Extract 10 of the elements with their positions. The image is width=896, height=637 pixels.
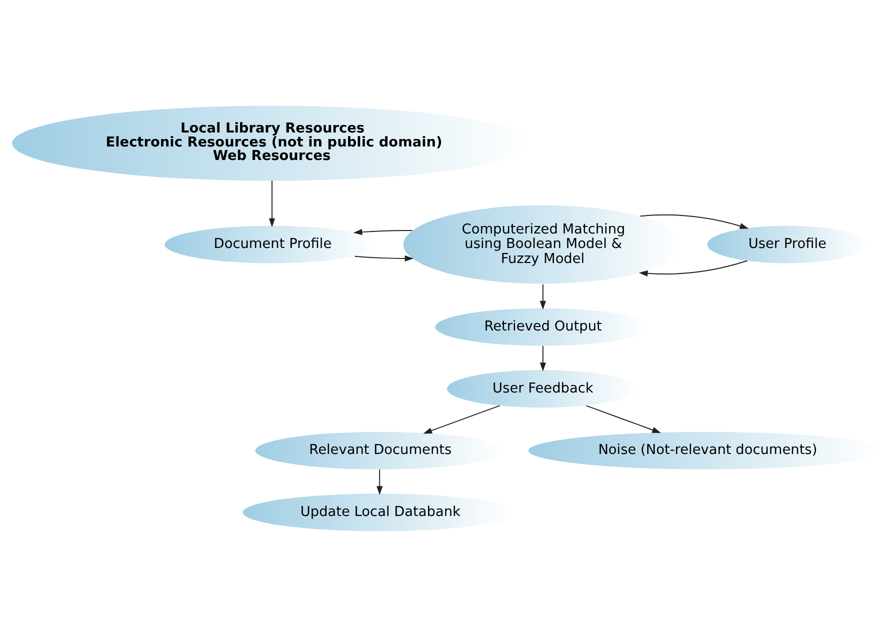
arrow bbox=[540, 284, 546, 310]
arrow bbox=[423, 405, 500, 434]
arrow bbox=[353, 228, 413, 236]
arrow bbox=[354, 255, 414, 262]
arrow bbox=[586, 405, 661, 434]
arrow bbox=[540, 345, 546, 372]
arrow bbox=[638, 260, 748, 277]
arrow bbox=[640, 214, 749, 229]
arrow bbox=[268, 180, 276, 228]
arrow bbox=[376, 469, 383, 495]
